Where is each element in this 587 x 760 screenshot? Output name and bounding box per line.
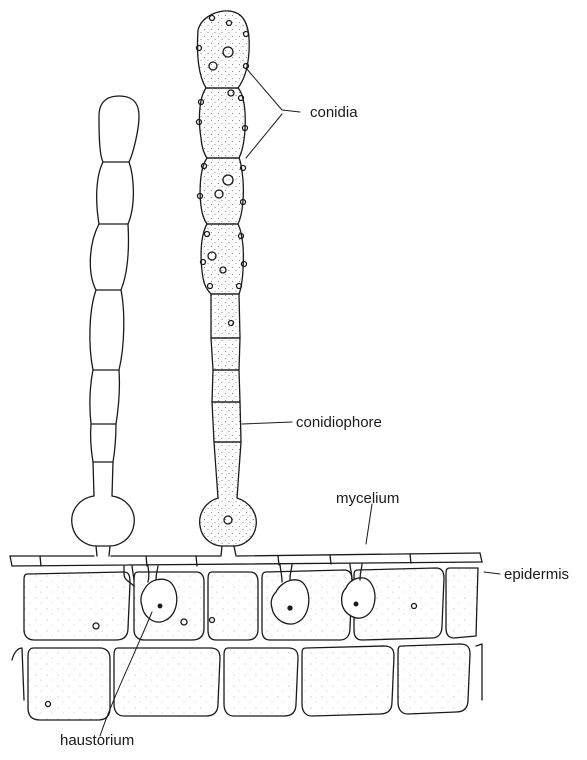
left-conidial-chain	[72, 96, 139, 556]
label-conidia: conidia	[310, 104, 358, 121]
label-epidermis: epidermis	[504, 566, 569, 583]
label-conidiophore: conidiophore	[296, 414, 382, 431]
label-haustorium: haustorium	[60, 732, 134, 749]
conidiophore-chain	[197, 11, 257, 556]
epidermis-cells	[12, 568, 482, 720]
label-mycelium: mycelium	[336, 490, 399, 507]
mycelium-hypha	[10, 553, 482, 566]
